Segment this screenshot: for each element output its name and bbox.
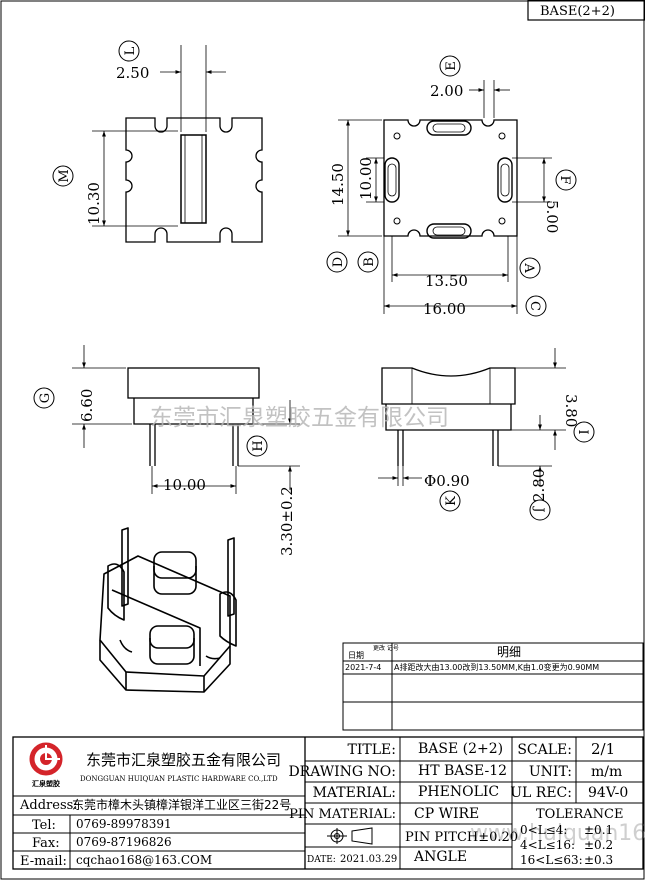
dim-total-length: 16.00 [423, 300, 466, 318]
scale-label: SCALE: [517, 742, 572, 758]
part-code: BASE(2+2) [540, 4, 615, 19]
date-value: 2021.03.29 [340, 854, 397, 865]
tag-h: H [246, 435, 268, 457]
title-block-lines [12, 736, 644, 870]
tol-range-1: 0<L≤4: [520, 823, 567, 837]
ul-rec-label: UL REC: [510, 785, 572, 801]
tag-i: I [573, 421, 595, 443]
svg-text:A: A [521, 262, 536, 273]
svg-text:L: L [123, 46, 138, 55]
pin-pitch: PIN PITCH±0.20 [405, 830, 518, 845]
dim-side-pin-length: 2.80 [530, 469, 548, 502]
dim-side-body: 3.80 [562, 394, 580, 427]
dim-body-width: 10.30 [85, 182, 103, 225]
ul-rec-value: 94V-0 [588, 785, 628, 801]
isometric-view [99, 527, 237, 693]
dim-hole-top: 2.00 [430, 82, 463, 100]
tag-b: B [357, 251, 379, 273]
svg-text:H: H [251, 440, 266, 451]
fax-label: Fax: [32, 836, 60, 851]
tag-a: A [519, 257, 541, 279]
projection-symbol-icon [327, 827, 373, 845]
svg-text:M: M [57, 169, 72, 182]
tag-k: K [439, 490, 461, 512]
svg-text:J: J [531, 505, 546, 512]
revision-table [342, 642, 644, 731]
dim-body-height: 6.60 [78, 389, 96, 422]
watermark-text: 东莞市汇泉塑胶五金有限公司 [150, 405, 449, 431]
rev-col-mark: 更改 记号 [373, 644, 399, 652]
part-code-box: BASE(2+2) [527, 0, 645, 21]
tel-value: 0769-89978391 [76, 817, 172, 831]
angle-label: ANGLE [413, 849, 467, 865]
pin-material-value: CP WIRE [414, 806, 479, 822]
svg-text:B: B [362, 257, 377, 267]
company-logo: 汇泉塑胶 [29, 742, 63, 788]
side-view [378, 348, 566, 486]
logo-text: 汇泉塑胶 [32, 779, 60, 788]
dim-slot-length: 5.00 [543, 200, 561, 233]
tag-d: D [326, 251, 348, 273]
tolerance-label: TOLERANCE [536, 807, 623, 822]
watermark-url: www.huiquan168.com [470, 821, 645, 846]
title-value: BASE (2+2) [418, 741, 503, 757]
dim-pin-span: 13.50 [425, 272, 468, 290]
svg-text:D: D [331, 257, 346, 267]
tag-j: J [529, 499, 551, 521]
front-view [72, 345, 300, 494]
top-view-right [338, 80, 552, 314]
dim-front-pin-length: 3.30±0.2 [278, 486, 296, 556]
tag-l: L [118, 40, 140, 62]
dim-pin-diameter: Φ0.90 [424, 472, 470, 490]
tel-label: Tel: [32, 818, 56, 833]
material-value: PHENOLIC [418, 784, 499, 800]
drawing-no-label: DRAWING NO: [288, 764, 396, 780]
pin-material-label: PIN MATERIAL: [289, 807, 396, 822]
company-name-en: DONGGUAN HUIQUAN PLASTIC HARDWARE CO.,LT… [80, 775, 278, 783]
unit-value: m/m [591, 764, 622, 780]
tag-c: C [525, 295, 547, 317]
svg-text:I: I [575, 429, 590, 434]
svg-text:C: C [527, 301, 542, 311]
tag-e: E [439, 55, 461, 77]
dim-hole-span: 10.00 [357, 157, 375, 200]
top-view-left [92, 45, 263, 243]
company-name-cn: 东莞市汇泉塑胶五金有限公司 [86, 751, 281, 769]
rev-col-desc: 明细 [497, 645, 521, 659]
svg-text:K: K [444, 496, 459, 506]
email-value: cqchao168@163.COM [76, 853, 212, 867]
rev-col-date: 日期 [348, 651, 364, 660]
tol-value-2: ±0.2 [584, 838, 613, 852]
address-value: 东莞市樟木头镇樟洋银洋工业区三街22号 [72, 797, 291, 812]
dim-slot-width: 2.50 [116, 64, 149, 82]
unit-label: UNIT: [529, 764, 572, 780]
tol-range-2: 4<L≤16: [520, 838, 575, 852]
svg-text:G: G [38, 393, 53, 403]
svg-text:E: E [444, 61, 459, 71]
tol-value-3: ±0.3 [584, 853, 613, 867]
tag-g: G [33, 387, 55, 409]
tag-f: F [555, 169, 577, 191]
tol-range-3: 16<L≤63: [520, 853, 583, 867]
rev-row-date: 2021-7-4 [345, 663, 381, 672]
tol-value-1: ±0.1 [584, 823, 613, 837]
dim-total-height: 14.50 [329, 163, 347, 206]
svg-text:F: F [557, 175, 572, 184]
tag-m: M [52, 165, 74, 187]
date-label: DATE: [307, 855, 336, 865]
dim-front-pin-span: 10.00 [163, 476, 206, 494]
drawing-no-value: HT BASE-12 [418, 763, 507, 779]
title-label: TITLE: [348, 742, 396, 758]
rev-row-desc: A排距改大由13.00改到13.50MM,K由1.0变更为0.90MM [394, 662, 599, 672]
material-label: MATERIAL: [313, 785, 396, 801]
email-label: E-mail: [20, 854, 67, 869]
fax-value: 0769-87196826 [76, 835, 172, 849]
scale-value: 2/1 [591, 740, 615, 758]
address-label: Address: [19, 798, 78, 813]
